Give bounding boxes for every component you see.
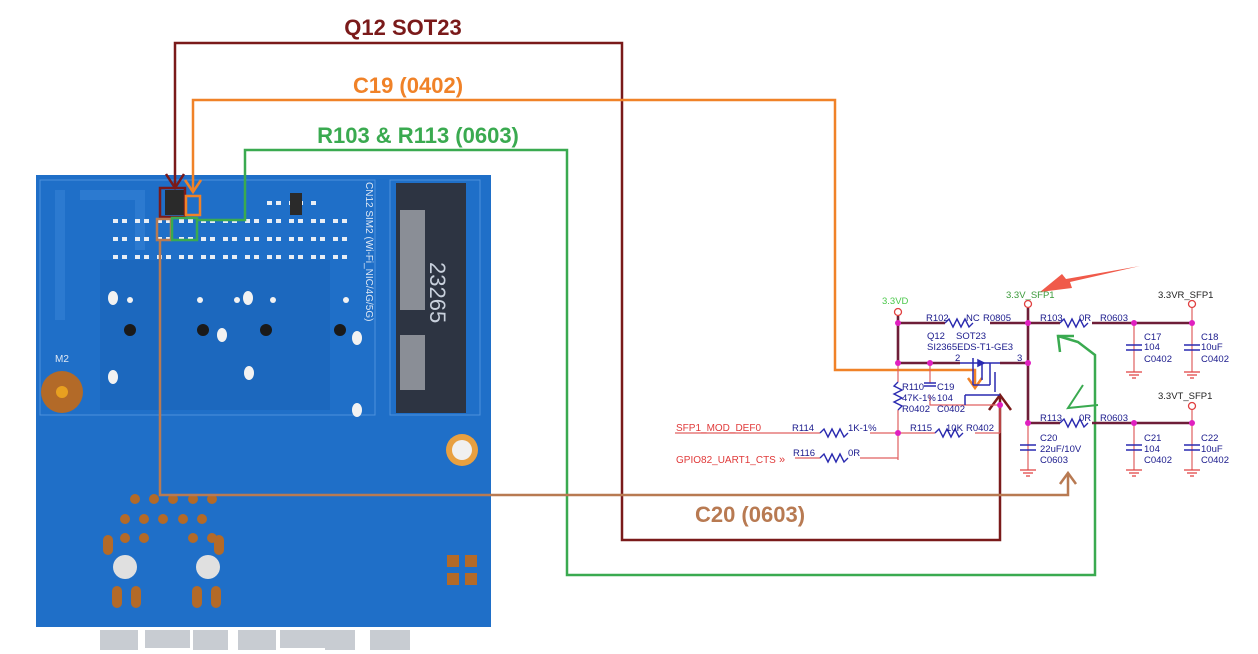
r103-value: 0R [1079,313,1091,324]
c19-value: 104 [937,393,953,404]
r110-symbol [892,381,904,411]
r102-value: NC [966,313,980,324]
net-3v3-sfp1: 3.3V_SFP1 [1006,290,1055,301]
r116-ref: R116 [793,448,815,459]
c20-pkg: C0603 [1040,455,1068,466]
r110-value: 47K-1% [902,393,936,404]
q12-pin3: 3 [1017,353,1022,364]
r113-pkg: R0603 [1100,413,1128,424]
c18-pkg: C0402 [1201,354,1229,365]
port-arrow-icon: » [779,454,785,466]
callout-c19: C19 (0402) [353,73,463,98]
r110-ref: R110 [902,382,924,393]
c20-leader-line [158,241,1070,497]
c17-pkg: C0402 [1144,354,1172,365]
silkscreen-label: CN12 SIM2 (Wi-Fi_NIC/4G/5G) [363,182,374,321]
callout-r103-r113: R103 & R113 (0603) [317,123,519,148]
c19-leader-line [191,98,977,385]
c21-pkg: C0402 [1144,455,1172,466]
r115-pkg: R0402 [966,423,994,434]
r114-symbol [819,427,849,439]
r102-pkg: R0805 [983,313,1011,324]
c17-ref: C17 [1144,332,1161,343]
r113-ref: R113 [1040,413,1062,424]
c18-value: 10uF [1201,342,1223,353]
c21-ref: C21 [1144,433,1161,444]
q12-pkg: SOT23 [956,331,986,342]
r110-pkg: R0402 [902,404,930,415]
r102-symbol [944,317,974,329]
net-3v3t-sfp1: 3.3VT_SFP1 [1158,391,1212,402]
r115-symbol [934,427,964,439]
connector-marking: 23265 [425,262,450,323]
r114-value: 1K-1% [848,423,877,434]
ground-symbols [1020,371,1200,477]
r113-value: 0R [1079,413,1091,424]
c19-pkg: C0402 [937,404,965,415]
c21-value: 104 [1144,444,1160,455]
net-3v3d: 3.3VD [882,296,909,307]
q12-ref: Q12 [927,331,945,342]
c22-value: 10uF [1201,444,1223,455]
callout-q12: Q12 SOT23 [344,15,461,40]
net-sfp1-mod-def0: SFP1_MOD_DEF0 [676,423,761,434]
r103-r113-leader-line [197,148,1097,577]
c22-ref: C22 [1201,433,1218,444]
r103-pkg: R0603 [1100,313,1128,324]
callout-c20: C20 (0603) [695,502,805,527]
q12-part: SI2365EDS-T1-GE3 [927,342,1013,353]
c20-ref: C20 [1040,433,1057,444]
q12-component [165,190,185,215]
r103-ref: R103 [1040,313,1063,324]
r103-r113-highlight-box [170,216,199,242]
c18-ref: C18 [1201,332,1218,343]
r115-value: 10K [946,423,964,434]
r116-value: 0R [848,448,860,459]
c22-pkg: C0402 [1201,455,1229,466]
r114-ref: R114 [792,423,814,434]
r116-symbol [819,452,849,464]
r102-ref: R102 [926,313,949,324]
q12-mosfet-symbol [960,358,1000,405]
c19-highlight-box [184,194,202,217]
net-3v3r-sfp1: 3.3VR_SFP1 [1158,290,1213,301]
capacitor-symbols [924,344,1200,451]
c20-value: 22uF/10V [1040,444,1082,455]
c17-value: 104 [1144,342,1160,353]
q12-leader-line [173,41,1002,542]
r113-symbol [1059,417,1089,429]
mount-hole-label: M2 [55,354,69,365]
pointer-arrow [1040,266,1140,292]
c19-ref: C19 [937,382,954,393]
pcb-photo: 23265 CN12 SIM2 (Wi-Fi_NIC/4G/5G) M2 [36,175,491,650]
r115-ref: R115 [910,423,932,434]
r103-symbol [1059,317,1089,329]
schematic: 3.3VD 3.3V_SFP1 3.3VR_SFP1 3.3VT_SFP1 [675,290,1229,477]
edge-connectors [100,630,410,650]
net-gpio82-uart1-cts: GPIO82_UART1_CTS [676,455,776,466]
q12-pin2: 2 [955,353,960,364]
